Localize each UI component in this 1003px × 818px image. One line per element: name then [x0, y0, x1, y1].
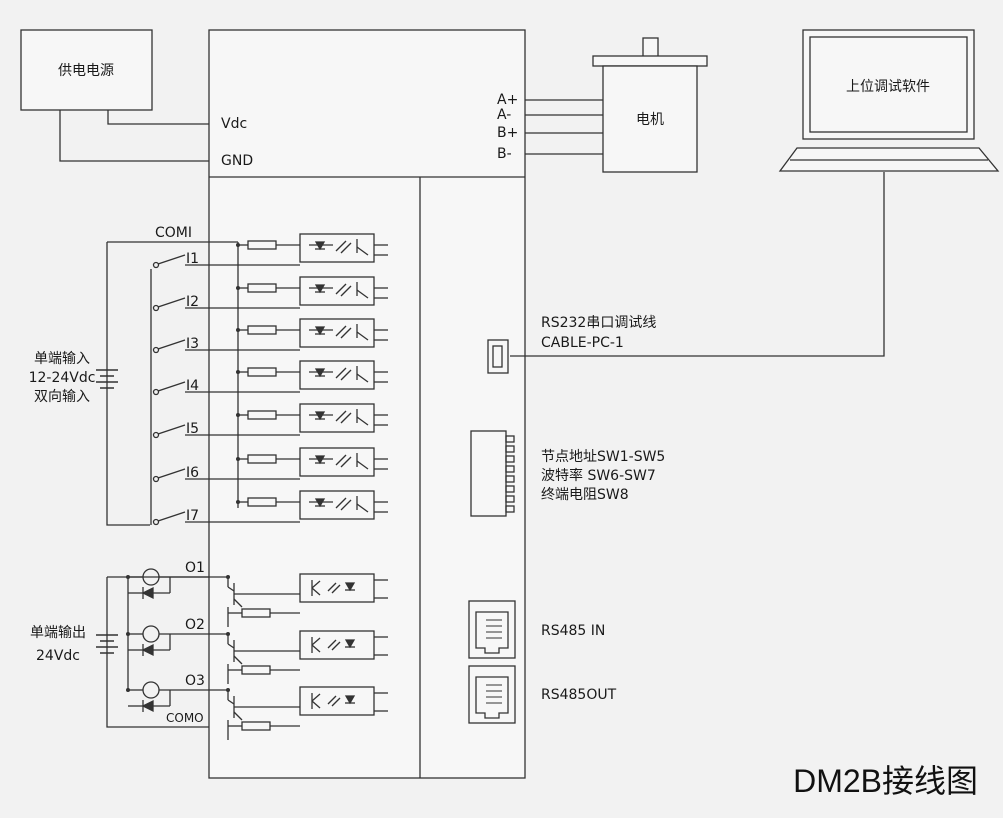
output-label-o1: O1 [185, 560, 205, 576]
input-label-i6: I6 [186, 465, 199, 481]
input-source-line-1: 单端输入 [34, 351, 90, 367]
phase-a-minus-label: A- [497, 107, 511, 123]
output-channel-o2 [126, 625, 388, 684]
rs485-in-port-icon [468, 600, 516, 659]
input-channel-i5 [152, 403, 388, 439]
lamp-icon [142, 681, 160, 699]
gnd-terminal-label: GND [221, 153, 253, 169]
optocoupler-icon [299, 233, 375, 263]
input-channel-i2 [152, 276, 388, 312]
output-battery-icon [96, 634, 118, 654]
vdc-terminal-label: Vdc [221, 116, 247, 132]
input-label-i2: I2 [186, 294, 199, 310]
optocoupler-icon [299, 490, 375, 520]
input-common-label: COMI [155, 225, 192, 241]
input-channel-i4 [152, 360, 388, 396]
input-label-i1: I1 [186, 251, 199, 267]
optocoupler-icon [299, 573, 375, 603]
input-channel-i6 [152, 447, 388, 483]
input-channel-i3 [152, 318, 388, 354]
pc-software-label: 上位调试软件 [846, 79, 930, 95]
input-source-line-2: 12-24Vdc [29, 370, 96, 386]
motor-label: 电机 [636, 112, 664, 128]
dip-line-1: 节点地址SW1-SW5 [541, 449, 665, 465]
output-label-o2: O2 [185, 617, 205, 633]
input-battery-icon [96, 369, 118, 389]
phase-a-plus-label: A+ [497, 92, 518, 108]
phase-b-minus-label: B- [497, 146, 512, 162]
serial-cable-label: RS232串口调试线 [541, 315, 656, 331]
input-label-i3: I3 [186, 336, 199, 352]
input-label-i4: I4 [186, 378, 199, 394]
input-channel-i1 [152, 233, 388, 269]
rs485-in-label: RS485 IN [541, 623, 605, 639]
optocoupler-icon [299, 276, 375, 306]
dip-line-2: 波特率 SW6-SW7 [541, 467, 656, 484]
output-label-o3: O3 [185, 673, 205, 689]
input-label-i5: I5 [186, 421, 199, 437]
rs485-out-label: RS485OUT [541, 687, 617, 703]
power-supply-label: 供电电源 [58, 63, 114, 79]
diagram-title: DM2B接线图 [793, 763, 978, 799]
optocoupler-icon [299, 686, 375, 716]
optocoupler-icon [299, 360, 375, 390]
phase-b-plus-label: B+ [497, 125, 518, 141]
input-source-line-3: 双向输入 [34, 389, 90, 405]
optocoupler-icon [299, 318, 375, 348]
dip-line-3: 终端电阻SW8 [541, 487, 629, 503]
serial-cable-model: CABLE-PC-1 [541, 335, 624, 351]
rs232-port-icon [487, 339, 509, 374]
output-source-line-1: 单端输出 [30, 625, 86, 641]
input-label-i7: I7 [186, 508, 199, 524]
motor-icon [592, 37, 708, 173]
power-supply-box [20, 29, 153, 111]
output-channel-o1 [126, 568, 388, 627]
laptop-icon [778, 29, 1000, 172]
output-channel-o3 [126, 681, 388, 740]
dip-switch-icon [470, 430, 515, 517]
lamp-icon [142, 625, 160, 643]
optocoupler-icon [299, 447, 375, 477]
output-source-line-2: 24Vdc [36, 648, 80, 664]
input-channel-i7 [152, 490, 388, 526]
output-common-label: COMO [166, 711, 204, 725]
rs485-out-port-icon [468, 665, 516, 724]
optocoupler-icon [299, 403, 375, 433]
optocoupler-icon [299, 630, 375, 660]
